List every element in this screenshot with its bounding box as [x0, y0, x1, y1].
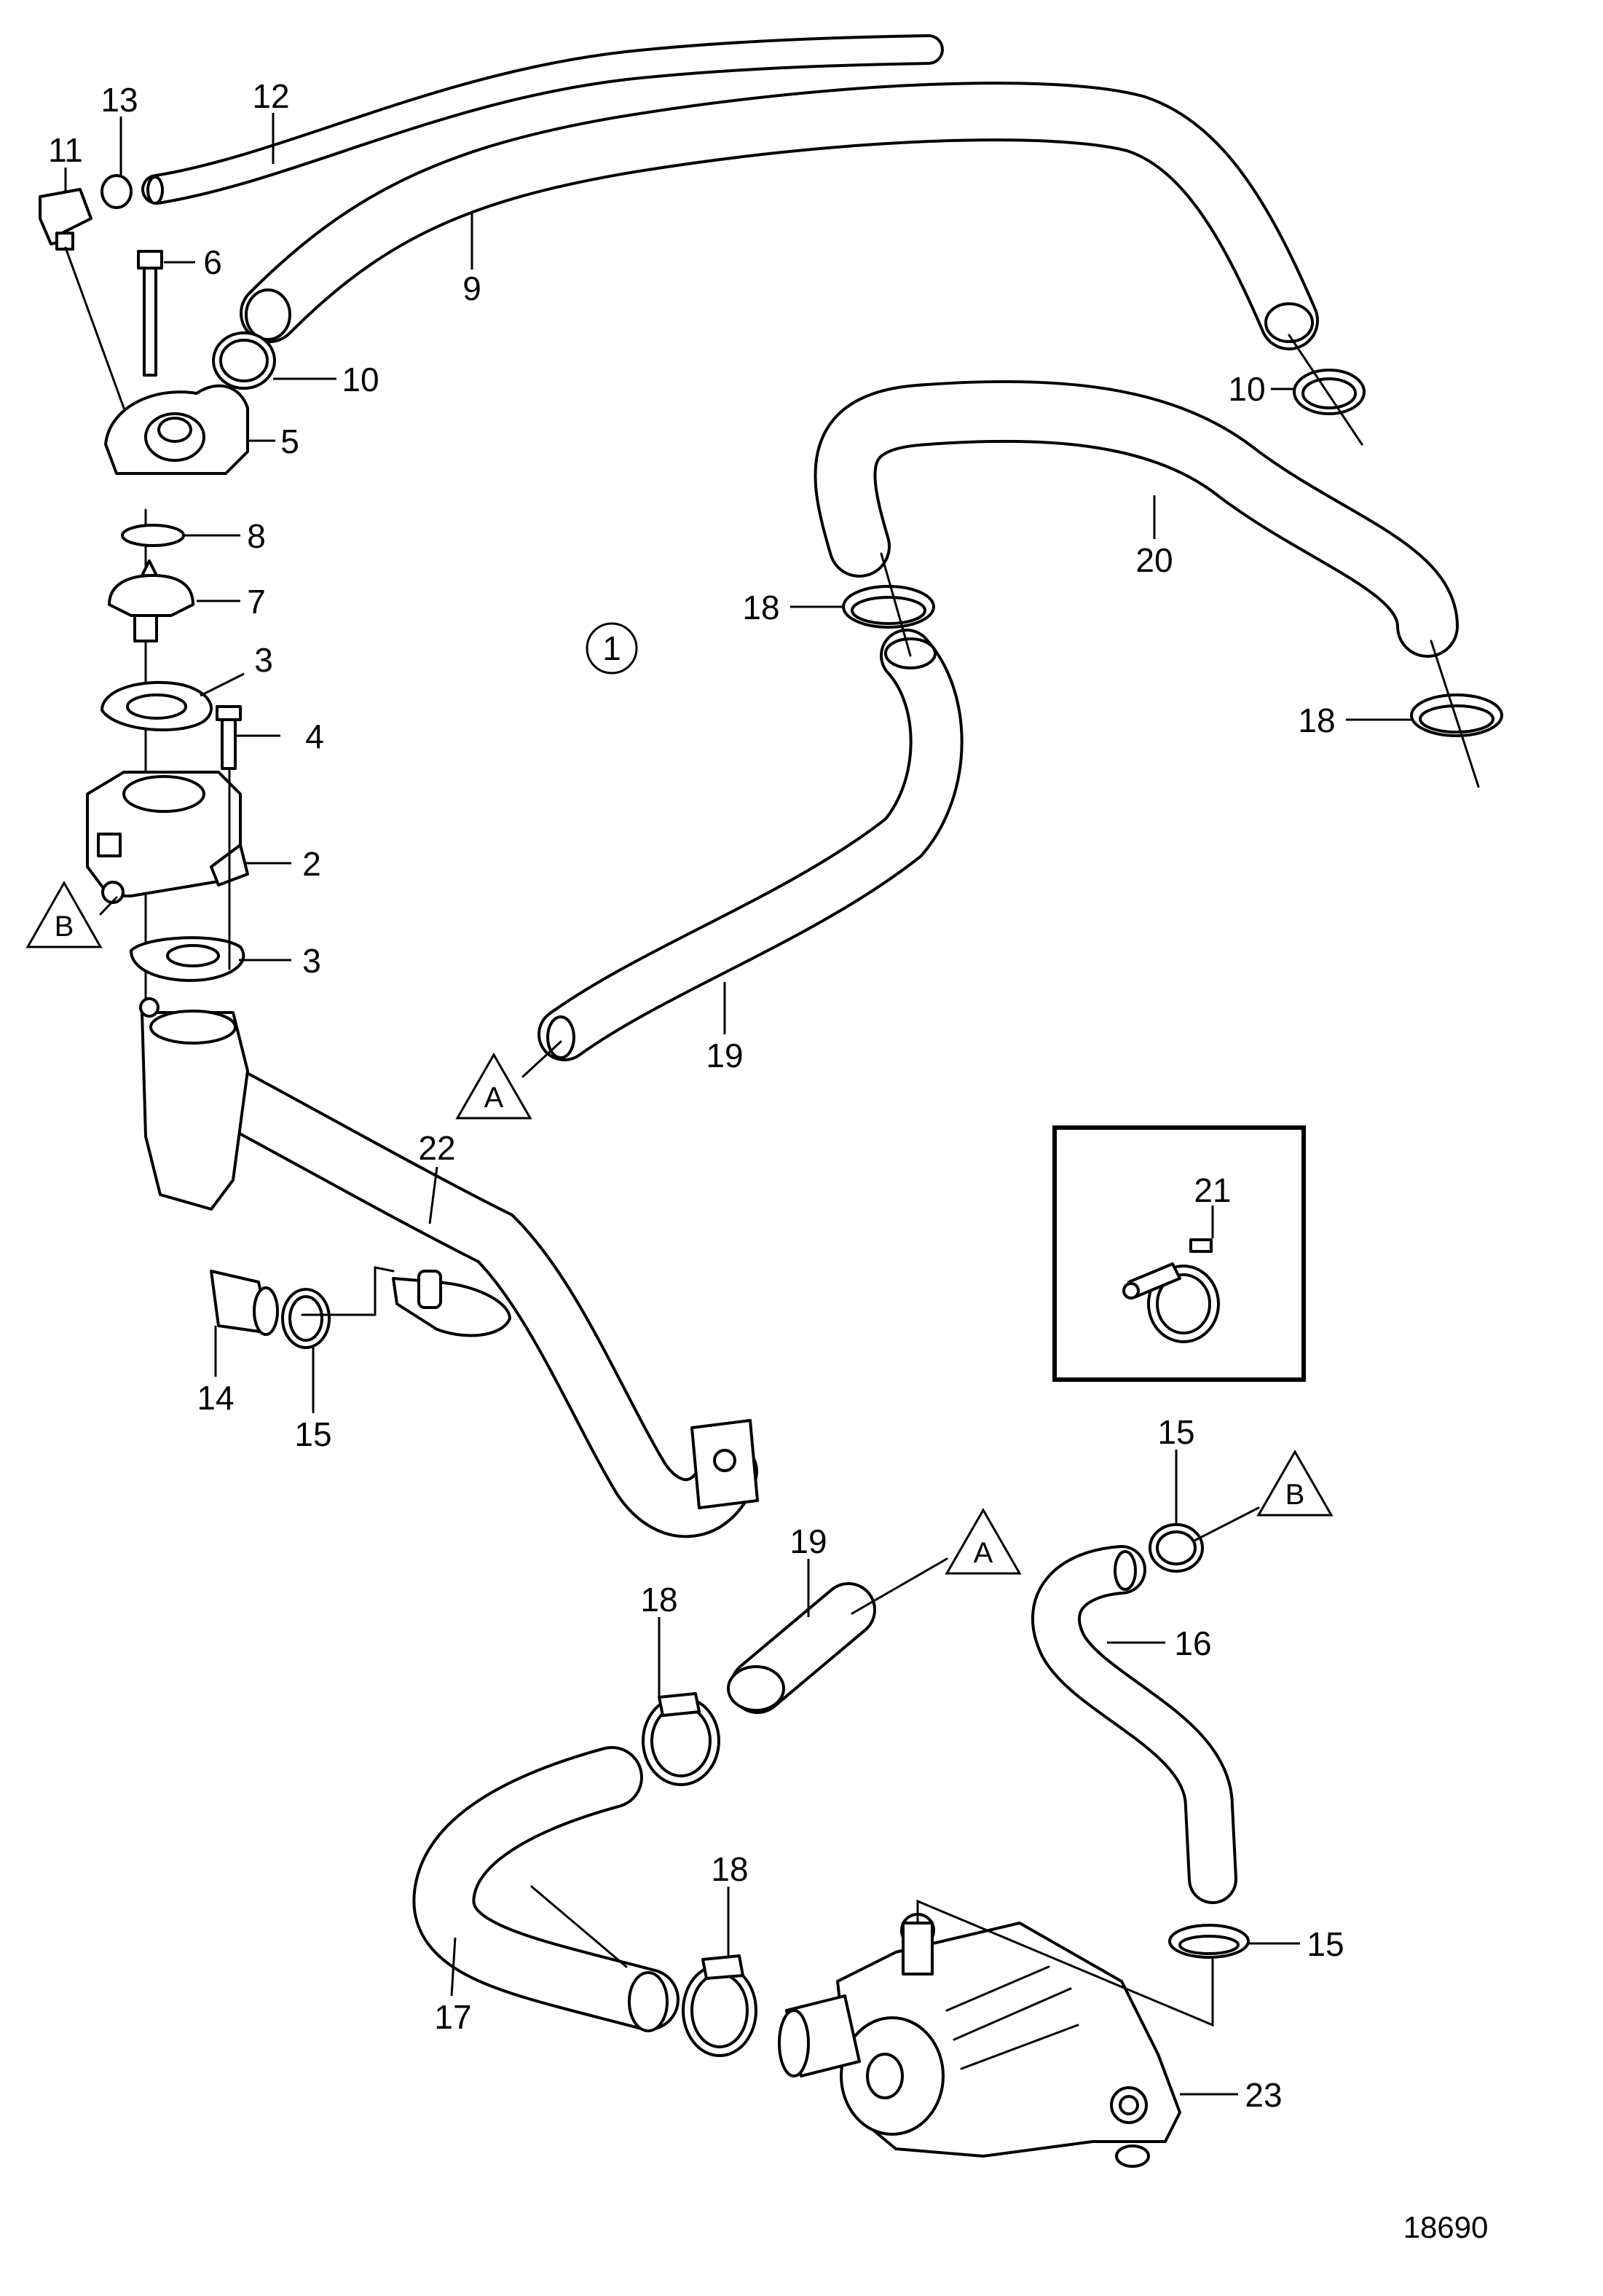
callout-18-upper-right: 18: [1298, 701, 1335, 739]
clamp-15-upper-right: [1149, 1523, 1204, 1573]
marker-a-lower: A: [851, 1507, 1022, 1615]
drawing-number: 18690: [1403, 2210, 1489, 2244]
hose-9: [240, 82, 1319, 350]
svg-text:A: A: [484, 1082, 504, 1114]
clamp-10-right: [1288, 334, 1366, 446]
callout-14: 14: [197, 1379, 234, 1417]
hose-17: [412, 1746, 680, 2032]
water-pump-23: [778, 1899, 1214, 2168]
callout-2: 2: [302, 845, 321, 883]
hose-16: [1031, 1545, 1237, 1904]
callout-19-lower: 19: [789, 1522, 827, 1560]
callout-10-right: 10: [1228, 370, 1265, 408]
callout-5: 5: [280, 422, 299, 460]
callout-15-upper-right: 15: [1157, 1413, 1194, 1451]
callout-3-lower: 3: [302, 942, 321, 980]
view-marker-1: 1: [586, 622, 638, 675]
callout-10-left: 10: [342, 361, 379, 398]
callout-20: 20: [1135, 541, 1173, 579]
svg-text:1: 1: [602, 629, 621, 667]
callout-15-lower-right: 15: [1307, 1925, 1344, 1963]
sleeve-14: [210, 1270, 279, 1336]
clamp-15-lower-right: [1168, 1924, 1250, 1959]
clamp-18-lower: [682, 1954, 757, 2057]
svg-text:B: B: [1285, 1479, 1305, 1511]
thermostat-stack: [39, 174, 249, 1211]
callout-18-lower: 18: [711, 1850, 748, 1888]
callout-3-upper: 3: [254, 641, 273, 679]
callout-18-lower-left: 18: [640, 1581, 677, 1619]
hose-12: [141, 34, 944, 205]
inset-box: [1052, 1125, 1306, 1382]
callout-8: 8: [247, 517, 266, 555]
callout-21: 21: [1194, 1171, 1231, 1209]
callout-16: 16: [1174, 1624, 1211, 1662]
callout-12: 12: [252, 77, 289, 115]
callout-13: 13: [101, 81, 138, 119]
callout-9: 9: [462, 270, 481, 307]
callout-22: 22: [418, 1129, 455, 1167]
callout-11: 11: [48, 131, 83, 169]
hose-19-lower: [727, 1582, 876, 1714]
marker-b-left: B: [25, 880, 118, 948]
callout-6: 6: [203, 243, 222, 281]
clamp-18-upper-right: [1410, 640, 1503, 788]
hose-19-upper: [537, 629, 964, 1061]
marker-a-upper: A: [455, 1040, 562, 1120]
callout-leaders: [64, 113, 1411, 2096]
callout-19-upper: 19: [706, 1037, 743, 1074]
pipe-22: [167, 1048, 759, 1538]
svg-text:A: A: [974, 1537, 993, 1569]
callout-18-upper-left: 18: [742, 589, 779, 626]
clamp-18-upper-left: [842, 552, 935, 657]
callout-4: 4: [305, 718, 324, 755]
callout-15-left: 15: [294, 1415, 331, 1453]
clamp-18-lower-left: [642, 1692, 720, 1786]
clamp-10-left: [212, 331, 276, 390]
marker-b-right: B: [1193, 1449, 1334, 1542]
callout-7: 7: [247, 583, 266, 621]
callout-23: 23: [1245, 2076, 1282, 2114]
clamp-15-left: [281, 1266, 395, 1349]
callout-17: 17: [434, 1998, 471, 2036]
svg-text:B: B: [55, 911, 74, 943]
hose-20: [814, 380, 1459, 658]
